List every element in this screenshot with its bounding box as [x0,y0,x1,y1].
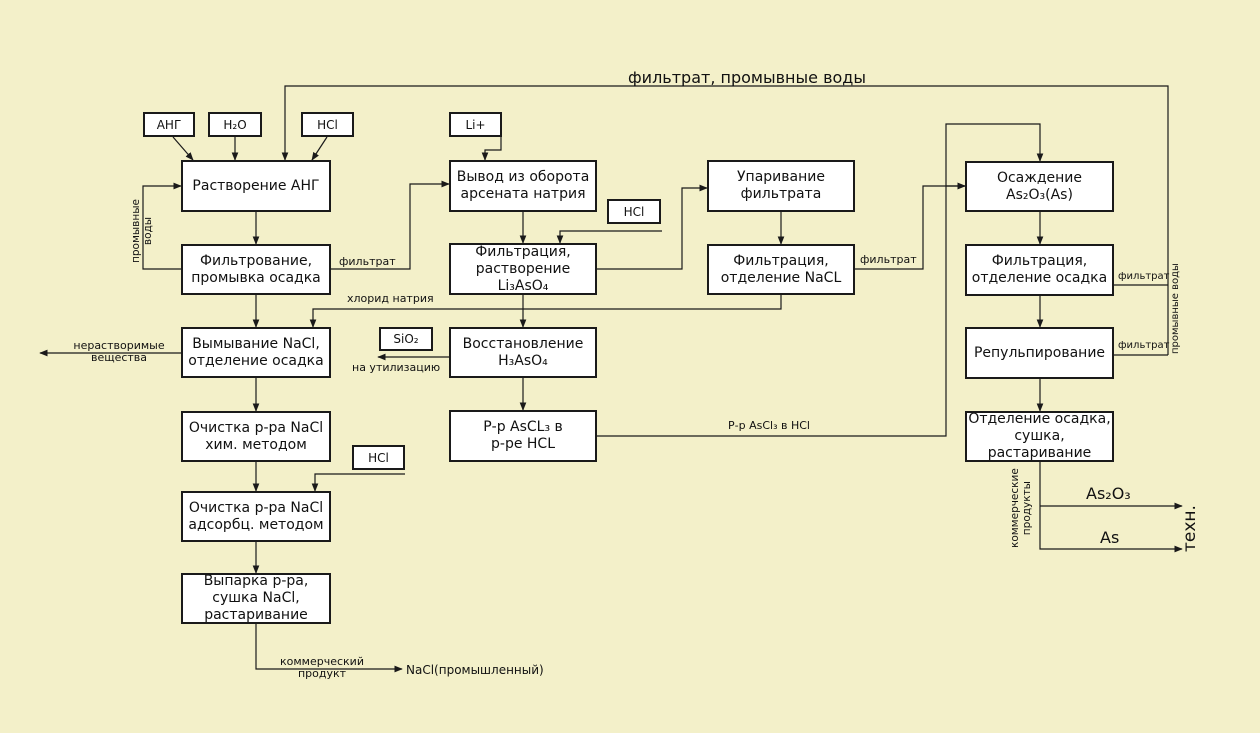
label-tech: техн. [1180,505,1200,552]
box-filtration-sep: Фильтрация, отделение осадка [965,244,1114,296]
input-li: Li+ [449,112,502,137]
box-sep-dry: Отделение осадка, сушка, растаривание [965,411,1114,462]
output-sio2: SiO₂ [379,327,433,351]
input-ang: АНГ [143,112,195,137]
label-wash-water-right: промывные воды [1170,263,1181,354]
box-repulp: Репульпирование [965,327,1114,379]
box-evaporation-dry: Выпарка р-ра, сушка NaCl, растаривание [181,573,331,624]
input-h2o: H₂O [208,112,262,137]
label-wash-water: промывные воды [130,199,154,263]
box-ascl3-solution: Р-р AsCL₃ в р-ре HCL [449,410,597,462]
box-chem-purify: Очистка р-ра NaCl хим. методом [181,411,331,462]
label-filtrate-4: фильтрат [1118,340,1170,351]
box-dissolution: Растворение АНГ [181,160,331,212]
box-evap-filtrate: Упаривание фильтрата [707,160,855,212]
label-as: As [1100,528,1120,547]
label-ascl3-in-hcl: Р-р AsCl₃ в HCl [728,419,810,432]
label-sodium-chloride: хлорид натрия [347,292,434,305]
label-as2o3: As₂O₃ [1086,484,1131,503]
box-filtration-li: Фильтрация, растворение Li₃AsO₄ [449,243,597,295]
box-arsenate-removal: Вывод из оборота арсената натрия [449,160,597,212]
box-nacl-wash: Вымывание NaCl, отделение осадка [181,327,331,378]
box-filtration-wash: Фильтрование, промывка осадка [181,244,331,295]
label-commercial-product: коммерческий продукт [280,655,364,680]
label-filtrate-1: фильтрат [339,255,396,268]
box-precipitation: Осаждение As₂O₃(As) [965,161,1114,212]
input-hcl-mid: HCl [607,199,661,224]
box-filtration-nacl: Фильтрация, отделение NaCL [707,244,855,295]
box-adsorb-purify: Очистка р-ра NaCl адсорбц. методом [181,491,331,542]
input-hcl-top: HCl [301,112,354,137]
label-filtrate-3: фильтрат [1118,271,1170,282]
label-filtrate-2: фильтрат [860,253,917,266]
input-hcl-low: HCl [352,445,405,470]
box-reduction: Восстановление H₃AsO₄ [449,327,597,378]
label-insoluble: нерастворимые вещества [73,339,165,364]
label-commercial-products: коммерческие продукты [1009,468,1033,548]
label-nacl-industrial: NaCl(промышленный) [406,663,544,677]
diagram-title: фильтрат, промывные воды [628,68,866,87]
label-to-disposal: на утилизацию [352,361,441,374]
